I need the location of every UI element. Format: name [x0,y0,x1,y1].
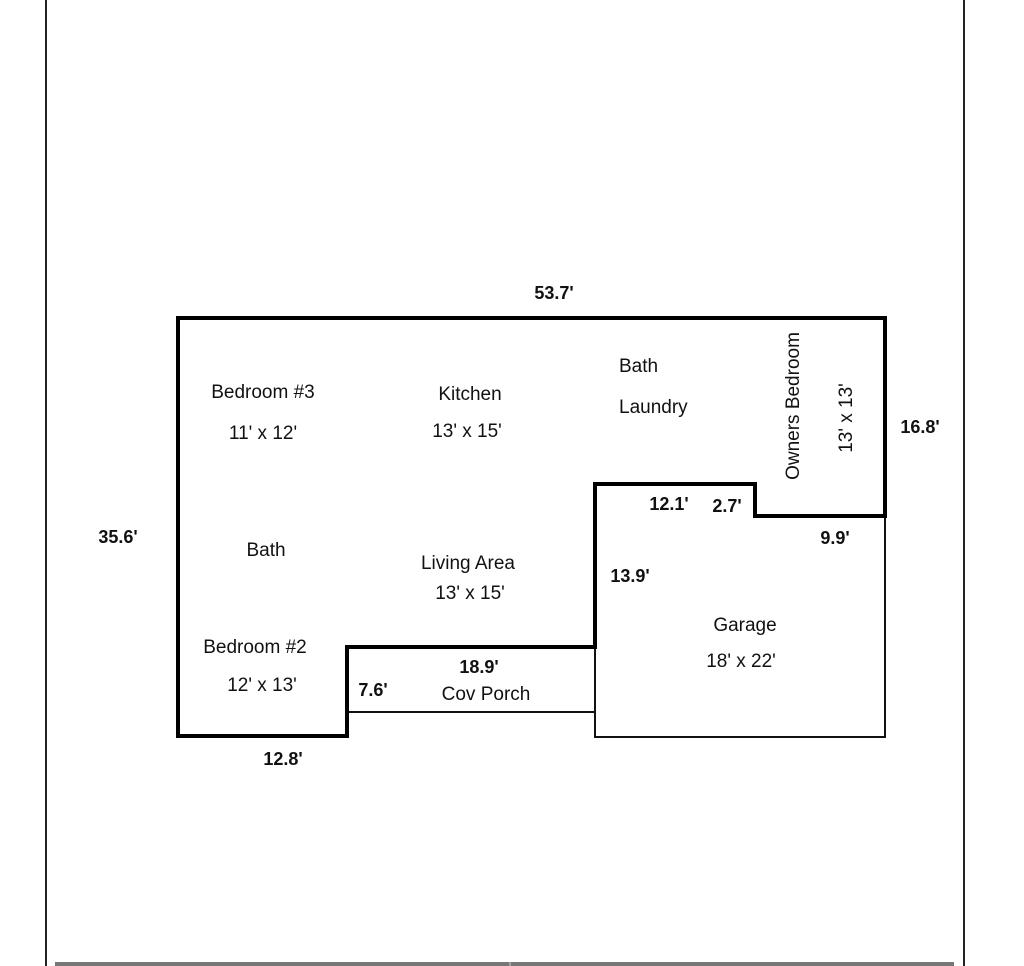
room-name: Bedroom #2 [203,637,307,658]
room-size: 13' x 15' [435,583,505,604]
room-name: Laundry [619,397,688,418]
room-name: Garage [713,615,776,636]
room-name: Owners Bedroom [783,332,804,480]
dimension-right: 16.8' [900,417,939,437]
room-name: Bedroom #3 [211,382,315,403]
room-size: 18' x 22' [706,651,776,672]
house-outline [176,316,887,738]
room-size: 13' x 13' [836,383,857,453]
dimension-garage-top: 9.9' [820,528,849,548]
dimension-porch-depth: 7.6' [358,680,387,700]
garage-outline [594,516,886,738]
dimension-step-b: 2.7' [712,496,741,516]
dimension-top: 53.7' [534,283,573,303]
room-size: 11' x 12' [229,423,297,444]
room-name: Bath [619,356,658,377]
footer-table-edge [55,962,954,966]
room-name: Kitchen [438,384,501,405]
dimension-left: 35.6' [98,527,137,547]
dimension-porch-width: 18.9' [459,657,498,677]
room-name: Living Area [421,553,515,574]
room-name: Bath [246,540,285,561]
dimension-garage-left: 13.9' [610,566,649,586]
room-name: Cov Porch [442,684,531,705]
room-size: 12' x 13' [227,675,297,696]
room-size: 13' x 15' [432,421,502,442]
dimension-step-a: 12.1' [649,494,688,514]
dimension-bottom: 12.8' [263,749,302,769]
